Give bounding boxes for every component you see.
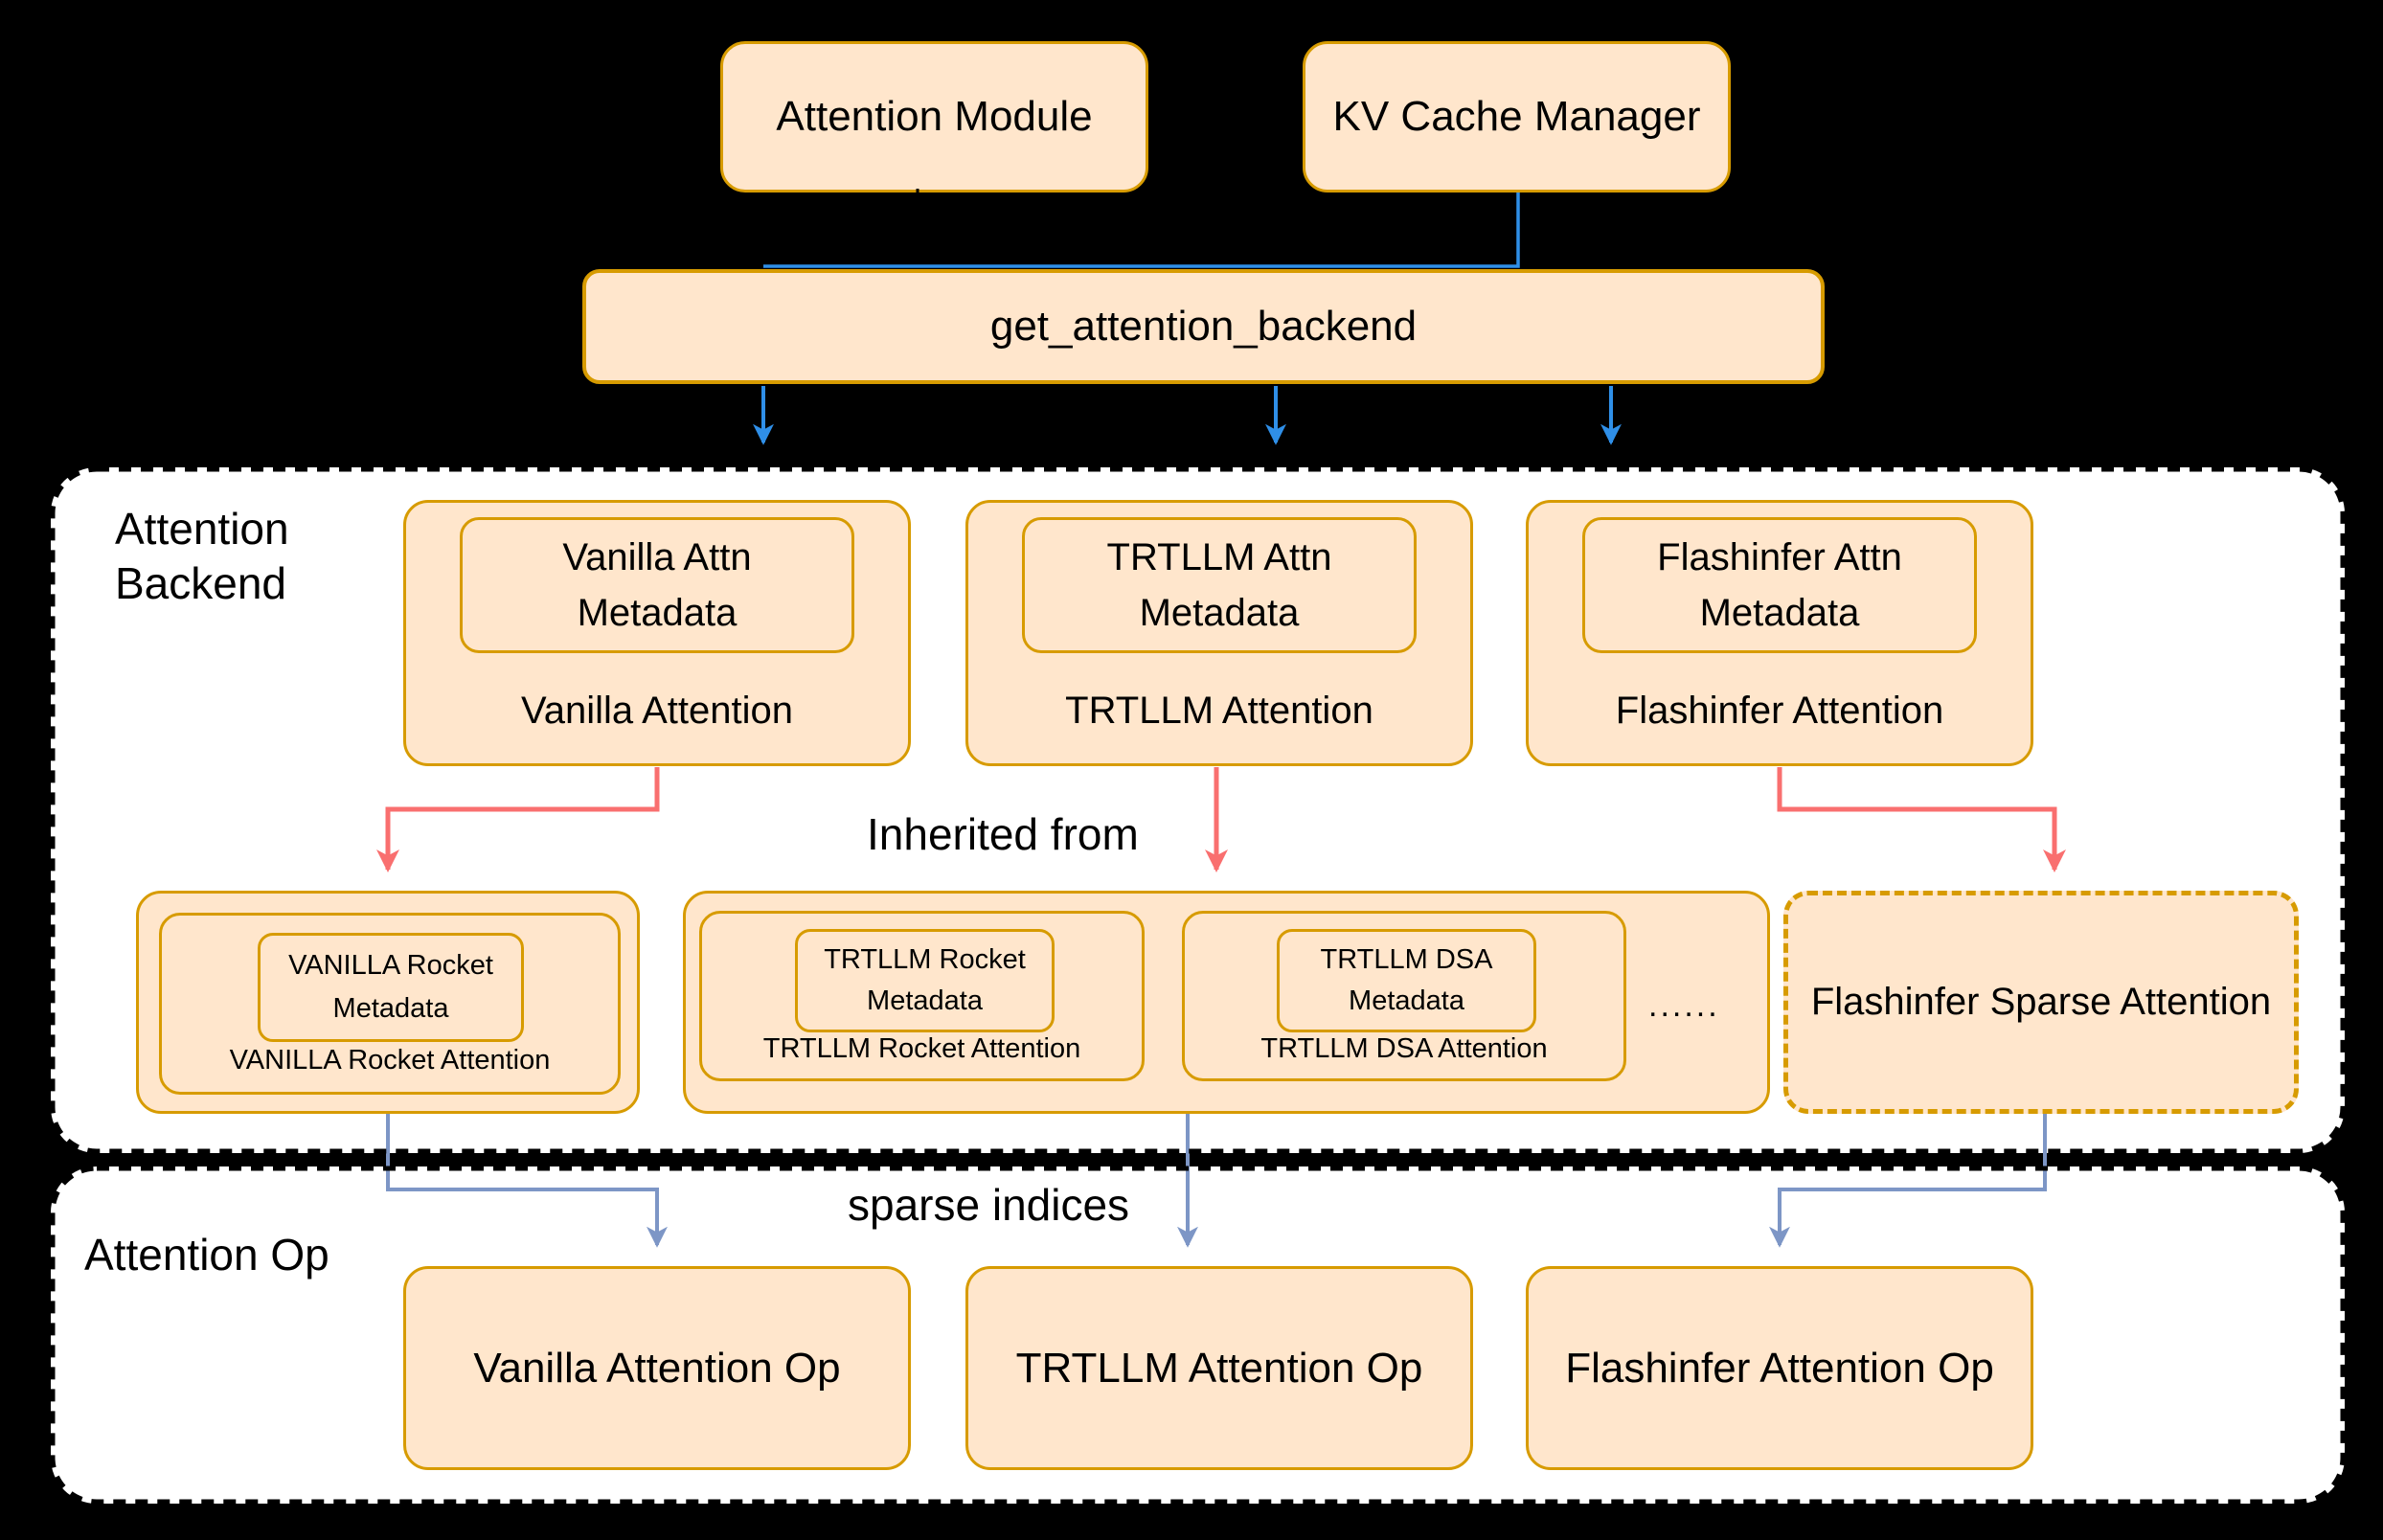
backend-section-label-line2: Backend: [115, 558, 287, 608]
vanilla-attention-node: Vanilla Attn Metadata Vanilla Attention: [403, 500, 911, 766]
trtllm-attn-metadata-node: TRTLLM Attn Metadata: [1022, 517, 1417, 653]
flashinfer-attention-node: Flashinfer Attn Metadata Flashinfer Atte…: [1526, 500, 2033, 766]
trtllm-attention-op-node: TRTLLM Attention Op: [965, 1266, 1473, 1470]
trtllm-dsa-metadata-line1: TRTLLM DSA: [1320, 944, 1493, 976]
ellipsis-label: ......: [1648, 987, 1720, 1024]
kv-cache-manager-node: KV Cache Manager: [1303, 41, 1731, 192]
backend-section-label: Attention Backend: [115, 502, 289, 611]
vanilla-rocket-metadata-line2: Metadata: [332, 992, 449, 1024]
flashinfer-sparse-attention-node: Flashinfer Sparse Attention: [1783, 891, 2299, 1114]
vanilla-attn-metadata-line1: Vanilla Attn: [562, 536, 752, 578]
flashinfer-sparse-attention-label: Flashinfer Sparse Attention: [1810, 981, 2272, 1023]
edge-kv-cache-to-get: [763, 192, 1520, 268]
trtllm-attention-node: TRTLLM Attn Metadata TRTLLM Attention: [965, 500, 1473, 766]
vanilla-attn-metadata-line2: Metadata: [577, 592, 738, 634]
vanilla-attention-op-node: Vanilla Attention Op: [403, 1266, 911, 1470]
kv-cache-manager-label: KV Cache Manager: [1332, 93, 1701, 140]
vanilla-rocket-metadata-node: VANILLA Rocket Metadata: [258, 933, 524, 1042]
attention-module-label: Attention Module: [776, 93, 1093, 140]
trtllm-rocket-attention-node: TRTLLM Rocket Metadata TRTLLM Rocket Att…: [699, 911, 1145, 1081]
trtllm-dsa-metadata-node: TRTLLM DSA Metadata: [1277, 929, 1536, 1032]
flashinfer-attention-op-node: Flashinfer Attention Op: [1526, 1266, 2033, 1470]
backend-section-label-line1: Attention: [115, 504, 289, 554]
trtllm-dsa-metadata-line2: Metadata: [1349, 985, 1464, 1016]
vanilla-attn-metadata-node: Vanilla Attn Metadata: [460, 517, 854, 653]
flashinfer-attn-metadata-line2: Metadata: [1699, 592, 1860, 634]
trtllm-rocket-metadata-line2: Metadata: [867, 985, 983, 1016]
trtllm-rocket-metadata-node: TRTLLM Rocket Metadata: [795, 929, 1055, 1032]
op-section-label: Attention Op: [84, 1230, 329, 1280]
vanilla-rocket-metadata-line1: VANILLA Rocket: [288, 950, 493, 982]
attention-module-node: Attention Module: [720, 41, 1148, 192]
trtllm-rocket-metadata-line1: TRTLLM Rocket: [824, 944, 1026, 976]
flashinfer-attn-metadata-node: Flashinfer Attn Metadata: [1582, 517, 1977, 653]
flashinfer-attention-op-label: Flashinfer Attention Op: [1565, 1344, 1994, 1392]
flashinfer-attn-metadata-line1: Flashinfer Attn: [1657, 536, 1902, 578]
vanilla-rocket-outer-node: VANILLA Rocket Metadata VANILLA Rocket A…: [136, 891, 640, 1114]
trtllm-attention-op-label: TRTLLM Attention Op: [1015, 1344, 1423, 1392]
trtllm-dsa-attention-node: TRTLLM DSA Metadata TRTLLM DSA Attention: [1182, 911, 1626, 1081]
vanilla-attention-label: Vanilla Attention: [521, 690, 793, 732]
get-attention-backend-label: get_attention_backend: [989, 303, 1418, 350]
trtllm-dsa-attention-label: TRTLLM DSA Attention: [1260, 1033, 1548, 1064]
trtllm-attn-metadata-line1: TRTLLM Attn: [1106, 536, 1332, 578]
vanilla-rocket-attention-label: VANILLA Rocket Attention: [229, 1045, 551, 1076]
trtllm-derived-group-node: TRTLLM Rocket Metadata TRTLLM Rocket Att…: [683, 891, 1770, 1114]
flashinfer-attention-label: Flashinfer Attention: [1615, 690, 1944, 732]
vanilla-attention-op-label: Vanilla Attention Op: [473, 1344, 841, 1392]
sparse-indices-label: sparse indices: [848, 1180, 1130, 1230]
trtllm-rocket-attention-label: TRTLLM Rocket Attention: [762, 1033, 1081, 1064]
inherited-from-label: Inherited from: [867, 809, 1139, 859]
trtllm-attention-label: TRTLLM Attention: [1065, 690, 1373, 732]
get-attention-backend-node: get_attention_backend: [582, 269, 1825, 384]
vanilla-rocket-attention-node: VANILLA Rocket Metadata VANILLA Rocket A…: [159, 913, 621, 1095]
trtllm-attn-metadata-line2: Metadata: [1139, 592, 1300, 634]
